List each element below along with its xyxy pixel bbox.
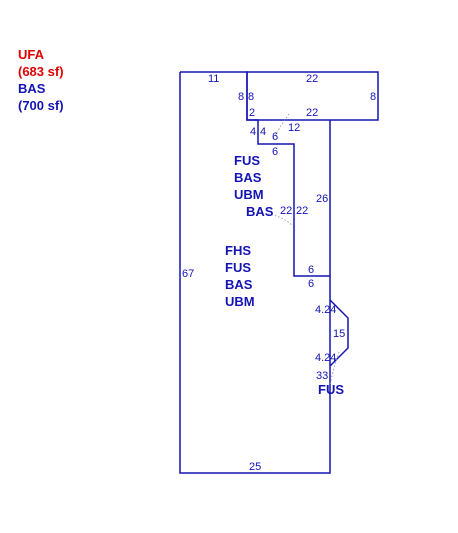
dim-notch-left-b: 8 bbox=[248, 91, 254, 103]
top-right-section bbox=[246, 71, 379, 121]
dim-twelve: 12 bbox=[288, 122, 300, 134]
dim-bay-b: 15 bbox=[333, 328, 345, 340]
dim-mid-22-a: 22 bbox=[280, 205, 292, 217]
leader-line-12 bbox=[271, 113, 290, 141]
label-main-fus: FUS bbox=[225, 260, 251, 275]
dim-step-2: 2 bbox=[249, 107, 255, 119]
dim-top-right: 22 bbox=[306, 73, 318, 85]
legend-line-ufa: UFA bbox=[18, 47, 44, 62]
dim-notch-left-a: 8 bbox=[238, 91, 244, 103]
label-main-ubm: UBM bbox=[225, 294, 255, 309]
leader-line-bas bbox=[267, 213, 294, 227]
dim-bay-c: 4.24 bbox=[315, 352, 336, 364]
dim-mid-22-b: 22 bbox=[296, 205, 308, 217]
dim-four-a: 4 bbox=[250, 126, 256, 138]
dim-top-left: 11 bbox=[208, 73, 219, 85]
dim-bay-a: 4.24 bbox=[315, 304, 336, 316]
dim-six-a: 6 bbox=[272, 131, 278, 143]
label-bay-fus: FUS bbox=[318, 382, 344, 397]
dim-left-67: 67 bbox=[182, 268, 194, 280]
dim-right-26: 26 bbox=[316, 193, 328, 205]
dim-bottom: 25 bbox=[249, 461, 261, 473]
label-main-fhs: FHS bbox=[225, 243, 251, 258]
dim-four-b: 4 bbox=[260, 126, 266, 138]
leader-line-fus bbox=[329, 351, 340, 386]
legend-line-bas-area: (700 sf) bbox=[18, 98, 64, 113]
legend-line-bas: BAS bbox=[18, 81, 46, 96]
dim-six-c: 6 bbox=[308, 264, 314, 276]
label-main-bas: BAS bbox=[225, 277, 253, 292]
bay-window-outline bbox=[329, 299, 349, 367]
dim-six-b: 6 bbox=[272, 146, 278, 158]
label-upper-fus: FUS bbox=[234, 153, 260, 168]
label-upper-bas: BAS bbox=[234, 170, 262, 185]
label-upper-bas2: BAS bbox=[246, 204, 274, 219]
legend-line-ufa-area: (683 sf) bbox=[18, 64, 64, 79]
area-legend: UFA (683 sf) BAS (700 sf) bbox=[18, 46, 64, 114]
dim-step-22: 22 bbox=[306, 107, 318, 119]
label-upper-ubm: UBM bbox=[234, 187, 264, 202]
dim-33: 33 bbox=[316, 370, 328, 382]
dim-six-d: 6 bbox=[308, 278, 314, 290]
dim-notch-right: 8 bbox=[370, 91, 376, 103]
